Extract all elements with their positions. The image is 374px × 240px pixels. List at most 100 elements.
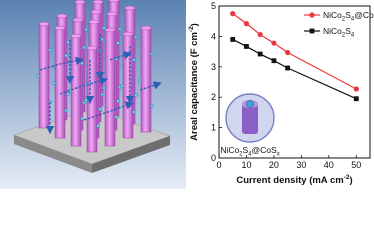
data-point	[285, 65, 291, 71]
nanorod-body	[104, 29, 116, 147]
nanorod-top	[104, 27, 116, 33]
chart-series	[230, 11, 359, 102]
nanorod-top	[54, 25, 66, 31]
inset-rod	[242, 104, 258, 134]
series-nico2s4-cosx	[230, 11, 359, 92]
data-point	[353, 86, 359, 92]
series-line	[232, 38, 357, 100]
legend-label: NiCo2S4@CoSx	[323, 10, 374, 23]
y-axis-label: Areal capacitance (F cm-2)	[188, 23, 200, 141]
inset-rod-core	[246, 100, 254, 108]
nanorod	[52, 25, 68, 139]
nanorod-body	[38, 23, 50, 129]
nanorod-top	[74, 0, 86, 5]
nanorod-top	[124, 5, 136, 11]
ion-particle	[134, 93, 138, 97]
ion-particle	[100, 92, 104, 97]
nanorod-top	[72, 17, 84, 23]
ion-particle	[132, 110, 136, 114]
x-tick-label: 0	[216, 160, 221, 170]
x-tick-label: 20	[269, 160, 279, 170]
ion-particle	[96, 72, 100, 76]
ion-particle	[98, 107, 102, 111]
ion-particle	[80, 116, 84, 121]
electron-arrow	[109, 51, 132, 61]
nanorod-array	[36, 0, 154, 153]
nanorod-top	[38, 21, 50, 27]
nanorod-top	[70, 33, 82, 39]
ion-particle	[118, 27, 122, 31]
legend-entry: NiCo2S4@CoSx	[304, 10, 374, 23]
data-point	[271, 40, 277, 46]
x-tick-label: 50	[351, 160, 361, 170]
x-tick-label: 30	[296, 160, 306, 170]
ion-particle	[36, 74, 40, 78]
nanorod-top	[56, 13, 68, 19]
y-tick-label: 5	[211, 1, 216, 11]
electron-path-arrows	[39, 34, 162, 135]
illustration-canvas	[0, 0, 186, 189]
ion-particle	[66, 40, 70, 44]
ion-particle	[82, 100, 86, 105]
nanorod-array-illustration	[0, 0, 186, 189]
legend-entry: NiCo2S4	[304, 26, 355, 39]
y-tick-label: 1	[211, 123, 216, 133]
nanorod-body	[54, 27, 66, 139]
ion-particle	[80, 61, 84, 66]
ion-particle	[114, 115, 118, 119]
data-point	[257, 31, 263, 38]
nanorod-top	[90, 9, 102, 15]
x-tick-label: 40	[324, 160, 334, 170]
plot-frame	[218, 5, 371, 159]
ion-particle	[82, 45, 86, 50]
nanorod-top	[92, 0, 104, 5]
nanorod-top	[122, 31, 134, 37]
electron-arrow	[139, 81, 162, 91]
nanorod	[120, 31, 136, 139]
ion-particle	[132, 58, 136, 62]
series-line	[232, 13, 357, 90]
ion-particle	[100, 37, 104, 42]
data-point	[244, 44, 249, 49]
substrate-right-side	[92, 136, 170, 173]
nanorod	[138, 25, 154, 133]
ion-particle	[84, 98, 88, 102]
nanorod	[68, 33, 84, 147]
y-tick-label: 3	[211, 62, 216, 72]
ion-particle	[150, 104, 154, 108]
ion-particle	[64, 108, 68, 113]
nanorod-top	[140, 25, 152, 31]
ion-particle	[116, 99, 120, 103]
ion-particle	[96, 124, 100, 128]
electron-arrow	[83, 101, 134, 121]
nanorod-top	[108, 0, 120, 3]
inset-label: NiCo2S4@CoSx	[220, 145, 279, 158]
y-tick-label: 4	[211, 31, 216, 41]
nanorod-body	[122, 33, 134, 139]
ion-particle	[102, 86, 106, 90]
ion-particle	[102, 26, 106, 30]
ion-particle	[64, 53, 68, 58]
legend-label: NiCo2S4	[323, 26, 355, 39]
ion-particle	[134, 35, 138, 39]
ion-particle	[52, 81, 56, 85]
nanorod-body	[86, 47, 98, 153]
substrate-left-side	[14, 135, 92, 173]
ion-particle	[138, 78, 142, 82]
data-point	[230, 37, 236, 42]
y-tick-label: 0	[211, 153, 216, 163]
x-axis-label: Current density (mA cm-2)	[236, 174, 352, 186]
ion-particle	[150, 52, 154, 56]
series-nico2s4	[230, 37, 359, 102]
data-point	[285, 49, 291, 56]
ion-particle	[48, 48, 52, 52]
legend-marker	[309, 28, 315, 34]
nanorod-body	[140, 27, 152, 133]
nanorod-body	[70, 35, 82, 147]
data-point	[353, 96, 359, 102]
data-point	[271, 58, 277, 64]
data-point	[230, 11, 236, 17]
